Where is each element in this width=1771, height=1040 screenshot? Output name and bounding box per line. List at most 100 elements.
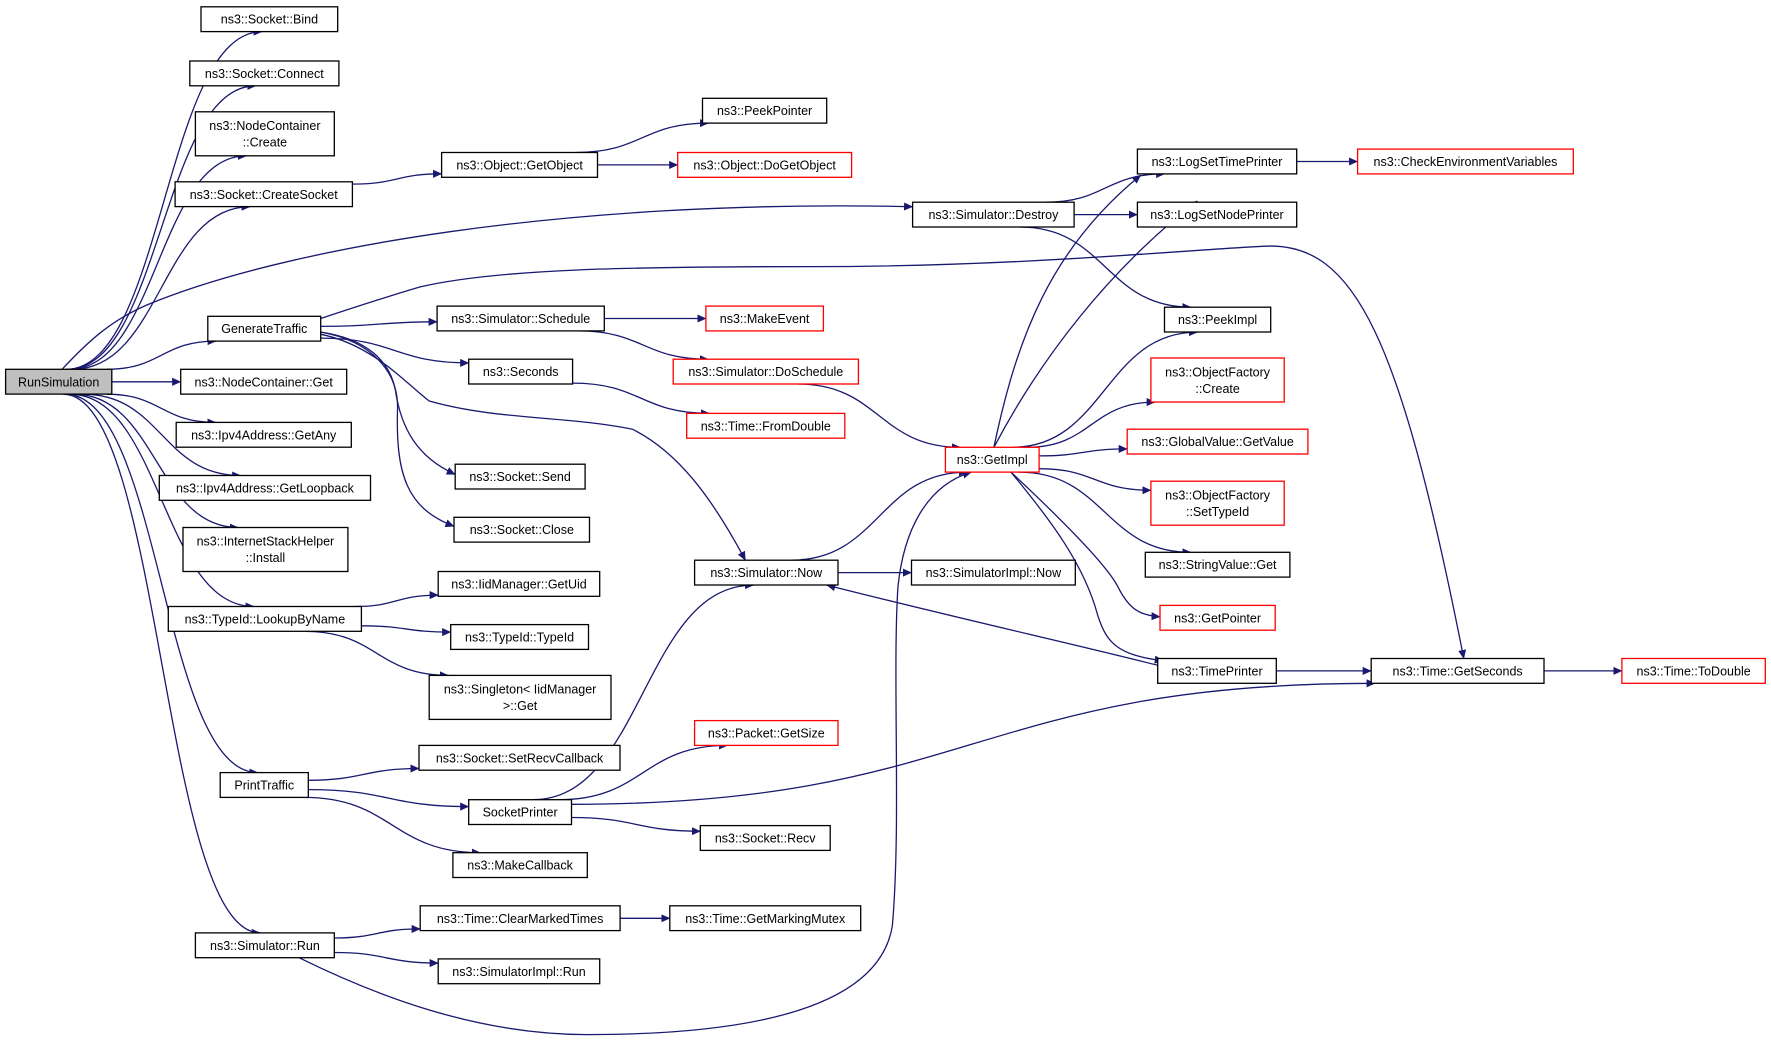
node-sim-run[interactable]: ns3::Simulator::Run (194, 932, 335, 959)
call-edge-runsim-to-getany (106, 393, 217, 427)
node-seconds[interactable]: ns3::Seconds (468, 358, 574, 385)
node-box (437, 570, 601, 597)
node-printtraffic[interactable]: PrintTraffic (219, 771, 309, 799)
node-getimpl[interactable]: ns3::GetImpl (944, 446, 1040, 473)
node-send[interactable]: ns3::Socket::Send (454, 463, 586, 490)
node-label: ns3::Socket::Close (470, 523, 574, 537)
node-label: ns3::Object::GetObject (456, 158, 583, 172)
node-gv-getvalue[interactable]: ns3::GlobalValue::GetValue (1126, 428, 1309, 455)
call-edge-printtraffic-to-setrecvcb (308, 764, 420, 781)
node-getloopback[interactable]: ns3::Ipv4Address::GetLoopback (158, 474, 372, 501)
node-box (1163, 306, 1272, 333)
node-box (189, 60, 340, 87)
node-label: RunSimulation (18, 375, 99, 389)
node-packet-getsize[interactable]: ns3::Packet::GetSize (693, 719, 839, 747)
node-getobject[interactable]: ns3::Object::GetObject (440, 151, 599, 178)
node-label: ns3::Socket::Bind (221, 13, 318, 27)
node-runsim[interactable]: RunSimulation (4, 368, 113, 395)
node-dogetobject[interactable]: ns3::Object::DoGetObject (677, 151, 853, 178)
call-edge-getimpl-to-of_settypeid (1039, 468, 1152, 495)
node-box (669, 905, 862, 932)
call-edge-sim_run-to-clearmarked (334, 924, 421, 939)
node-label: ns3::MakeCallback (467, 859, 573, 873)
node-label: ns3::GetImpl (957, 453, 1028, 467)
node-makecallback[interactable]: ns3::MakeCallback (452, 852, 588, 879)
node-getany[interactable]: ns3::Ipv4Address::GetAny (175, 421, 352, 448)
node-label: ::Install (246, 551, 286, 565)
call-edge-runsim-to-printtraffic (65, 393, 259, 777)
node-createsocket[interactable]: ns3::Socket::CreateSocket (174, 181, 354, 208)
node-box (686, 412, 846, 439)
node-genTraffic[interactable]: GenerateTraffic (207, 315, 322, 342)
node-box (677, 151, 853, 178)
node-box (705, 305, 825, 332)
node-box (468, 799, 573, 826)
node-label: ns3::PeekPointer (717, 104, 812, 118)
call-edge-getimpl-to-logsetnode (993, 200, 1198, 448)
node-label: GenerateTraffic (221, 322, 307, 336)
node-label: ns3::GetPointer (1174, 611, 1261, 625)
node-label: ns3::Time::FromDouble (701, 419, 831, 433)
node-makeevent[interactable]: ns3::MakeEvent (705, 305, 825, 332)
node-sim-destroy[interactable]: ns3::Simulator::Destroy (911, 201, 1075, 228)
node-label: ns3::IidManager::GetUid (451, 577, 587, 591)
node-doschedule[interactable]: ns3::Simulator::DoSchedule (672, 358, 860, 385)
node-box (1136, 201, 1298, 228)
call-edge-createsocket-to-getobject (352, 169, 443, 185)
call-edge-runsim-to-genTraffic (106, 337, 217, 370)
node-peekpointer[interactable]: ns3::PeekPointer (701, 97, 828, 124)
node-nc-get[interactable]: ns3::NodeContainer::Get (180, 368, 348, 395)
node-box (699, 824, 831, 852)
node-box (1157, 657, 1277, 684)
node-clearmarked[interactable]: ns3::Time::ClearMarkedTimes (419, 905, 621, 932)
node-sim-now[interactable]: ns3::Simulator::Now (693, 559, 839, 586)
node-label: ns3::Simulator::Schedule (451, 312, 590, 326)
node-getseconds[interactable]: ns3::Time::GetSeconds (1370, 657, 1545, 684)
node-stringvalue-get[interactable]: ns3::StringValue::Get (1144, 551, 1291, 578)
node-peekimpl[interactable]: ns3::PeekImpl (1163, 306, 1272, 333)
call-edge-sim_destroy-to-peekimpl (1019, 226, 1192, 312)
call-edge-getimpl-to-stringvalue_get (1018, 471, 1192, 557)
node-box (1150, 480, 1285, 526)
node-label: ns3::SimulatorImpl::Now (926, 566, 1062, 580)
node-box (1356, 148, 1574, 175)
call-edge-runsim-to-getloopback (82, 393, 242, 480)
node-bind[interactable]: ns3::Socket::Bind (200, 6, 339, 33)
node-simimpl-run[interactable]: ns3::SimulatorImpl::Run (437, 958, 601, 985)
node-setrecvcb[interactable]: ns3::Socket::SetRecvCallback (418, 744, 621, 771)
node-connect[interactable]: ns3::Socket::Connect (189, 60, 340, 87)
node-getmarkingmutex[interactable]: ns3::Time::GetMarkingMutex (669, 905, 862, 932)
node-box (693, 719, 839, 747)
node-getpointer[interactable]: ns3::GetPointer (1159, 604, 1276, 631)
node-ish-install[interactable]: ns3::InternetStackHelper::Install (182, 526, 349, 573)
node-lookupbyname[interactable]: ns3::TypeId::LookupByName (167, 605, 363, 632)
node-label: ns3::Time::GetSeconds (1393, 664, 1523, 678)
node-sim-schedule[interactable]: ns3::Simulator::Schedule (436, 305, 605, 332)
call-edge-doschedule-to-getimpl (797, 383, 961, 452)
call-edge-getimpl-to-logsettime (993, 174, 1142, 448)
node-singleton-get[interactable]: ns3::Singleton< IidManager>::Get (428, 674, 612, 721)
call-edge-seconds-to-fromdouble (572, 382, 711, 418)
node-nc-create[interactable]: ns3::NodeContainer::Create (194, 111, 335, 157)
node-typeid[interactable]: ns3::TypeId::TypeId (450, 623, 590, 651)
node-getuid[interactable]: ns3::IidManager::GetUid (437, 570, 601, 597)
node-simimpl-now[interactable]: ns3::SimulatorImpl::Now (910, 559, 1076, 586)
node-label: ns3::Ipv4Address::GetLoopback (176, 481, 355, 495)
node-socketprinter[interactable]: SocketPrinter (468, 799, 573, 826)
node-todouble[interactable]: ns3::Time::ToDouble (1621, 657, 1766, 684)
node-close[interactable]: ns3::Socket::Close (453, 516, 591, 543)
call-edge-getimpl-to-getpointer (1010, 471, 1161, 621)
node-checkenv[interactable]: ns3::CheckEnvironmentVariables (1356, 148, 1574, 175)
node-fromdouble[interactable]: ns3::Time::FromDouble (686, 412, 846, 439)
node-logsetnode[interactable]: ns3::LogSetNodePrinter (1136, 201, 1298, 228)
call-edge-socketprinter-to-packet_getsize (558, 741, 729, 801)
node-label: ::SetTypeId (1186, 505, 1249, 519)
call-edge-runsim-to-ish_install (73, 393, 239, 532)
node-label: ns3::Singleton< IidManager (444, 683, 597, 697)
node-socket-recv[interactable]: ns3::Socket::Recv (699, 824, 831, 852)
node-of-create[interactable]: ns3::ObjectFactory::Create (1150, 357, 1285, 403)
node-of-settypeid[interactable]: ns3::ObjectFactory::SetTypeId (1150, 480, 1285, 526)
node-timeprinter[interactable]: ns3::TimePrinter (1157, 657, 1277, 684)
node-label: ns3::SimulatorImpl::Run (452, 965, 585, 979)
node-logsettime[interactable]: ns3::LogSetTimePrinter (1136, 148, 1298, 175)
